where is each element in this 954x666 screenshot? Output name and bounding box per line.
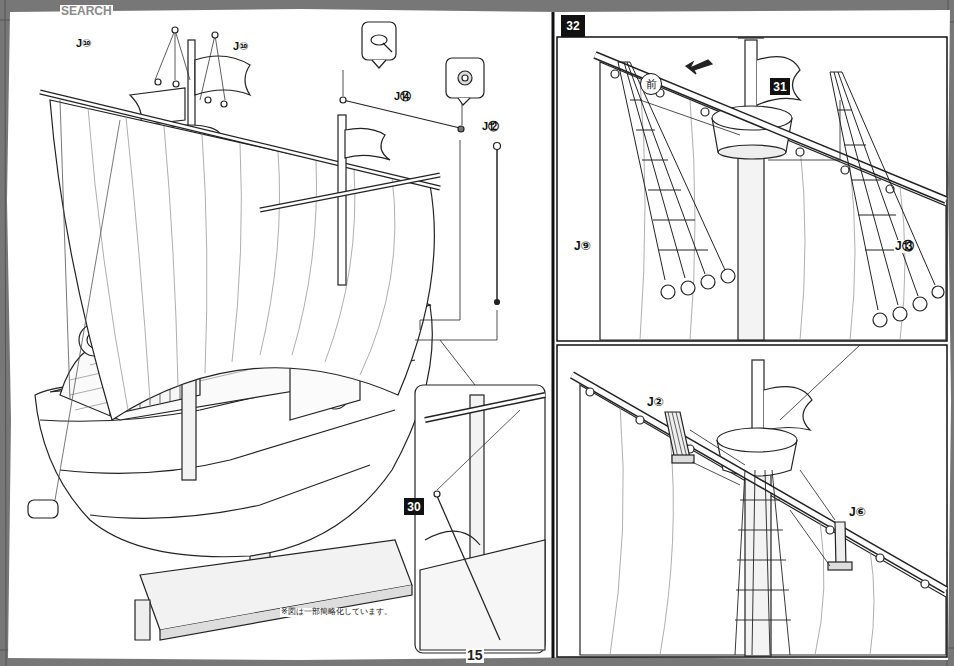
step-number: 30 — [404, 498, 424, 515]
part-callout: J⑩ — [75, 37, 92, 49]
part-callout: J⑭ — [393, 90, 412, 102]
step-number-text: 前 — [646, 79, 657, 90]
step-number: 32 — [561, 15, 585, 37]
step-number-text: 30 — [407, 501, 420, 513]
part-callout: J⑬ — [894, 240, 915, 253]
part-callout: J⑫ — [481, 120, 500, 132]
step-number-text: 31 — [773, 81, 786, 93]
step-number: 31 — [770, 78, 790, 95]
part-callout: J⑨ — [573, 240, 592, 253]
part-callout: J⑥ — [848, 506, 867, 519]
note-text: ※図は一部簡略化しています。 — [280, 608, 393, 617]
step-number-text: 32 — [566, 20, 579, 32]
direction-marker: 前 — [640, 73, 662, 95]
watermark: SEARCH — [60, 5, 113, 18]
part-callout: J⑩ — [232, 40, 249, 52]
page-number: 15 — [466, 648, 484, 663]
part-callout: J② — [646, 396, 665, 409]
